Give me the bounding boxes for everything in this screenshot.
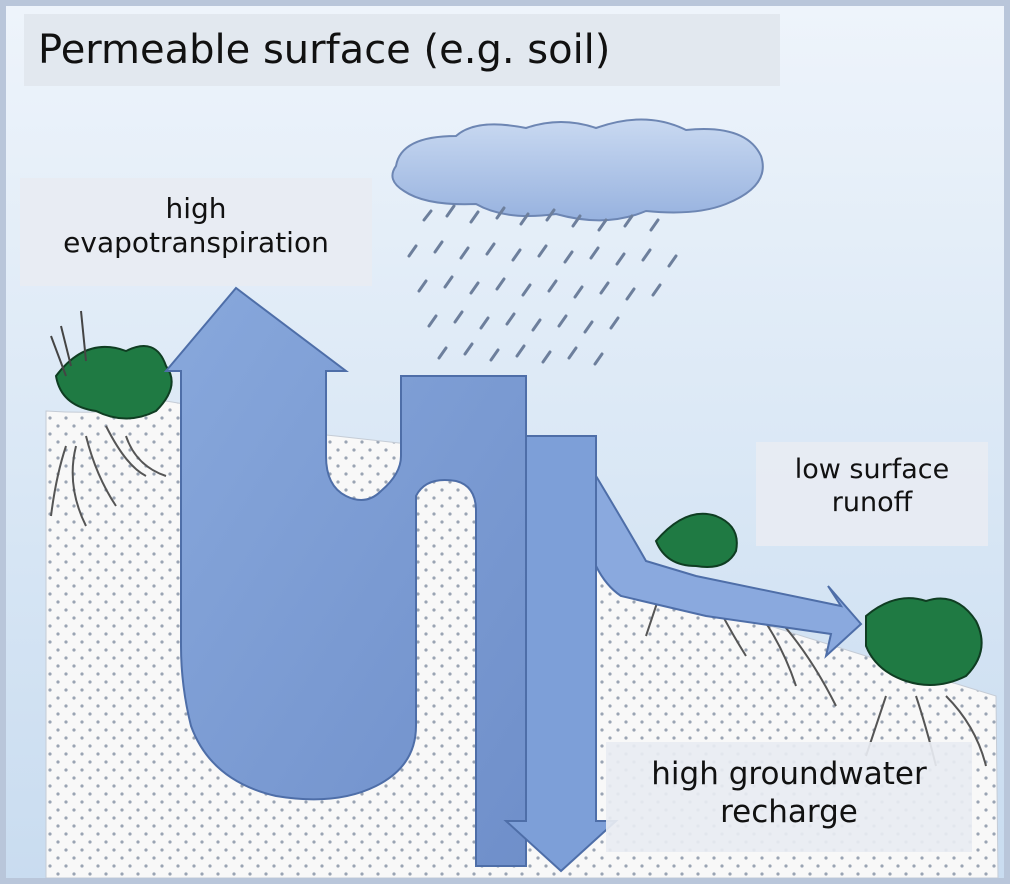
flow-arrow-evapotranspiration (163, 286, 527, 867)
label-recharge-line2: recharge (720, 793, 858, 830)
rain-cloud (391, 118, 764, 222)
plant-left (50, 310, 173, 527)
page-title: Permeable surface (e.g. soil) (24, 14, 780, 86)
plants (50, 310, 987, 767)
label-evapotranspiration: high evapotranspiration (20, 178, 372, 286)
label-recharge-line1: high groundwater (651, 756, 927, 792)
plant-middle (645, 512, 837, 707)
rain (407, 204, 678, 366)
label-runoff: low surface runoff (756, 442, 988, 546)
flow-arrow-runoff (595, 472, 863, 659)
label-runoff-line1: low surface (794, 454, 950, 485)
label-recharge: high groundwater recharge (606, 742, 972, 852)
label-evapotranspiration-line2: evapotranspiration (63, 226, 329, 260)
label-evapotranspiration-line1: high (165, 192, 227, 225)
plant-right (865, 597, 987, 767)
label-runoff-line2: runoff (831, 486, 913, 518)
